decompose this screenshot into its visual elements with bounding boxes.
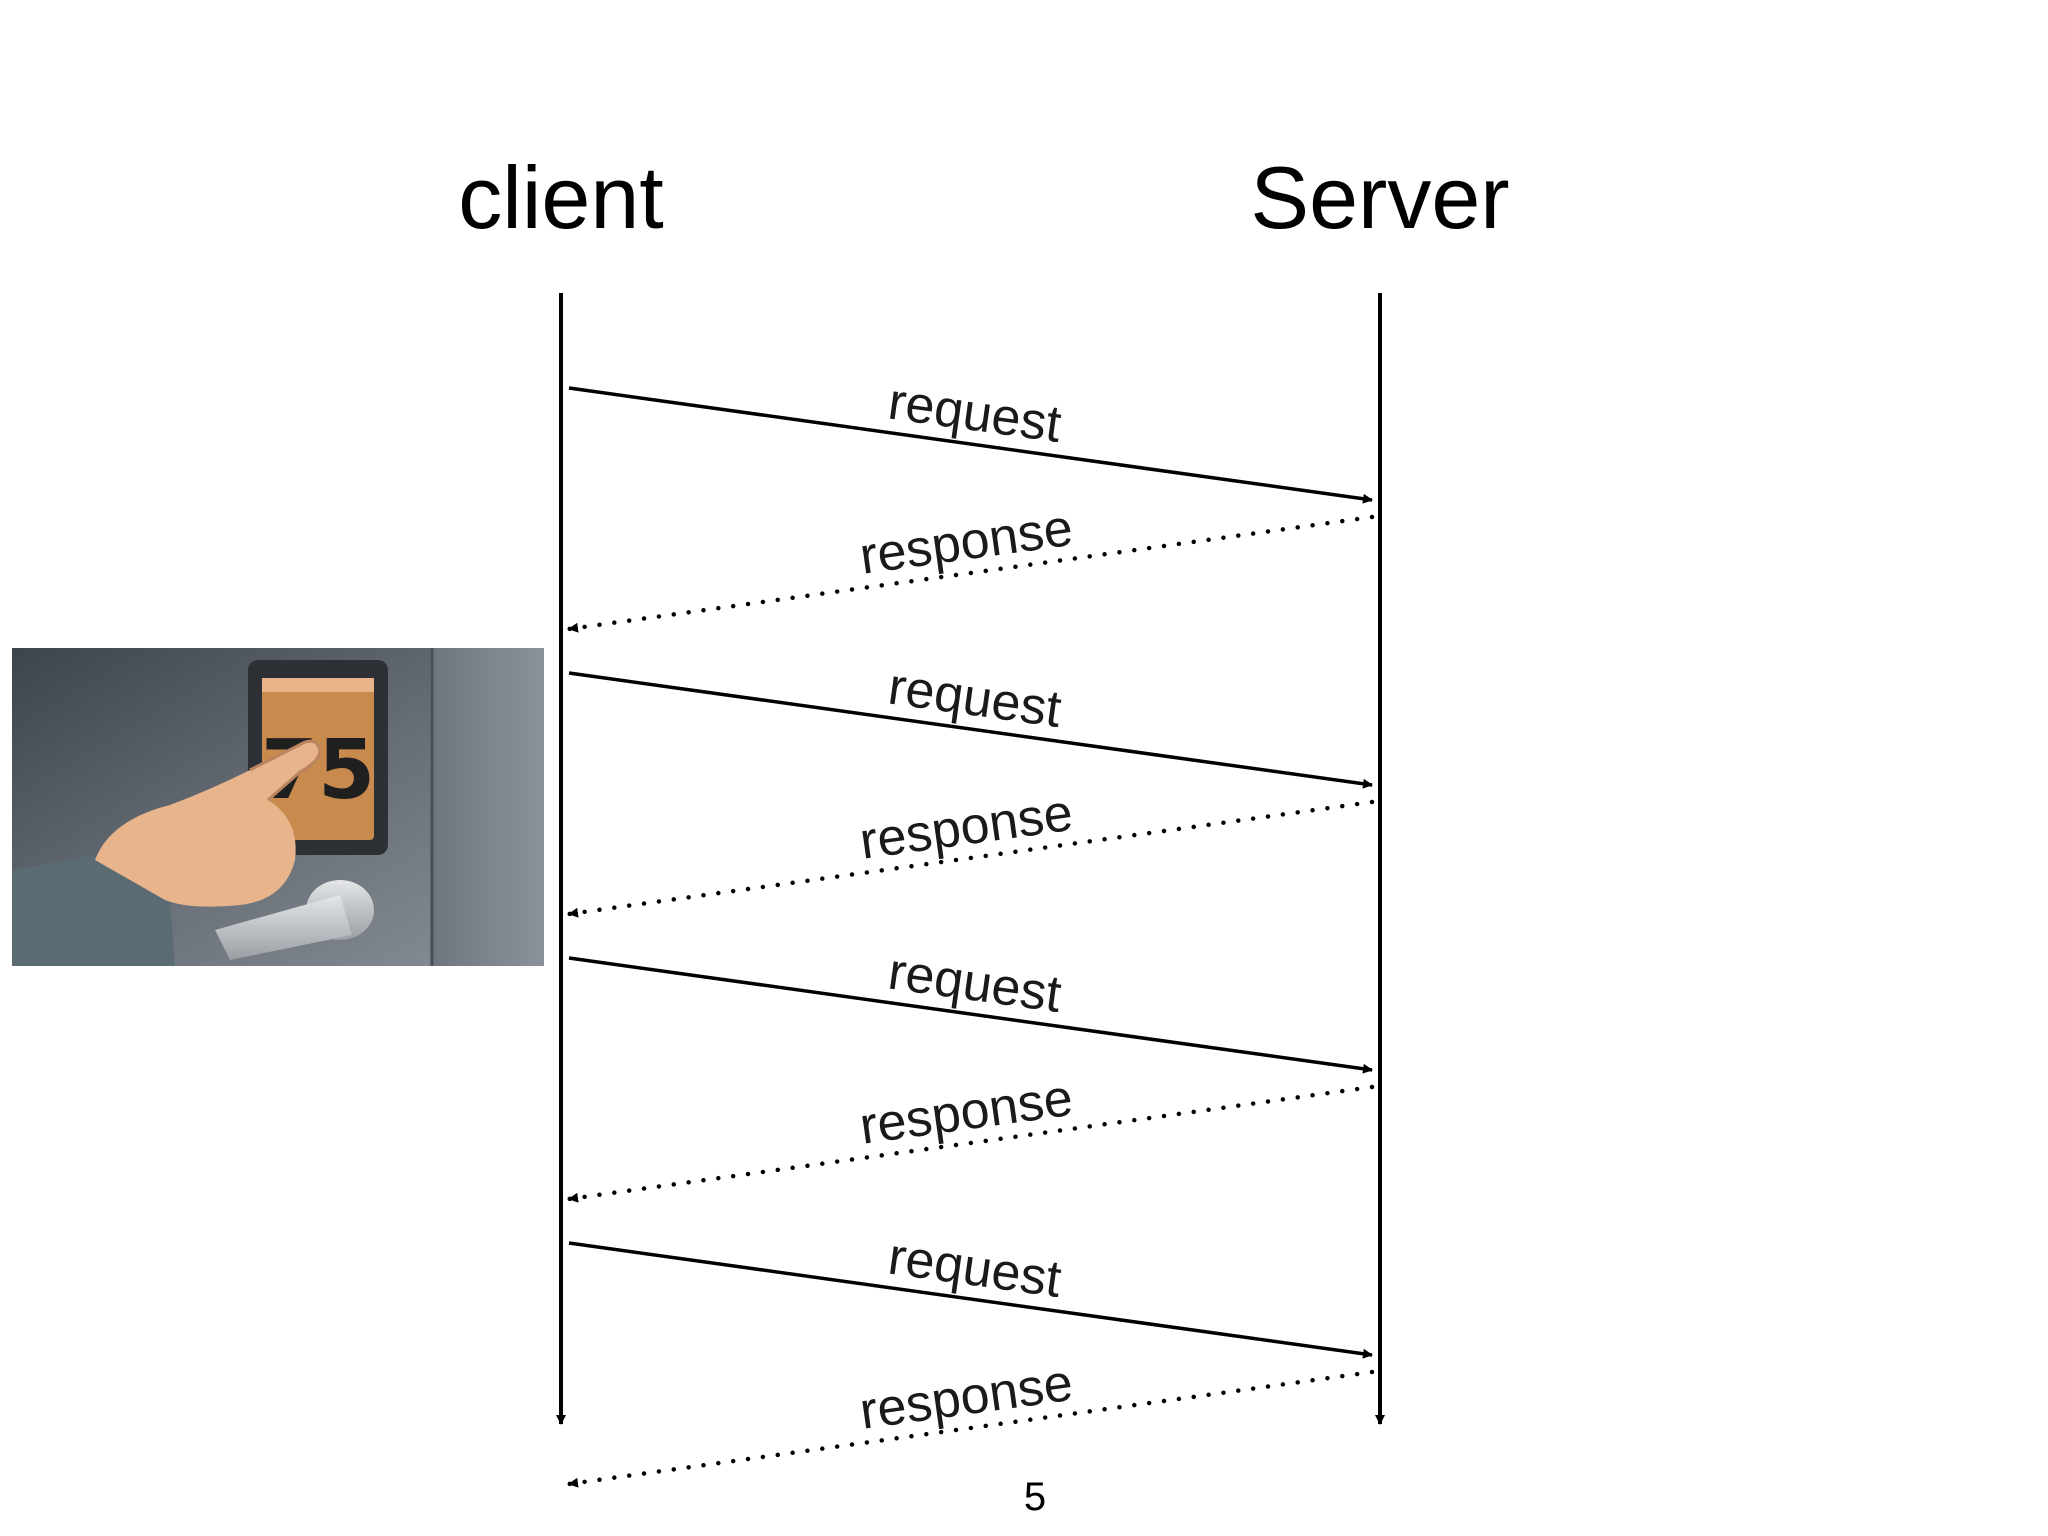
- response-label-4: response: [856, 1354, 1076, 1441]
- response-arrow-3: [566, 1084, 1375, 1203]
- request-label-1: request: [885, 373, 1065, 454]
- response-label-2: response: [856, 784, 1076, 871]
- request-arrow-2: [568, 671, 1373, 789]
- request-label-2: request: [885, 658, 1065, 739]
- request-arrow-1: [568, 386, 1373, 504]
- response-label-3: response: [856, 1069, 1076, 1156]
- request-label-4: request: [885, 1228, 1065, 1309]
- response-arrow-2: [566, 799, 1375, 918]
- response-label-1: response: [856, 499, 1076, 586]
- request-arrow-4: [568, 1241, 1373, 1359]
- messages: request response request response request res…: [566, 373, 1375, 1488]
- page-number: 5: [1024, 1475, 1046, 1519]
- request-arrow-3: [568, 956, 1373, 1074]
- server-label: Server: [1250, 148, 1509, 247]
- client-label: client: [458, 148, 663, 247]
- request-label-3: request: [885, 943, 1065, 1024]
- response-arrow-1: [566, 514, 1375, 633]
- finger-pressing-elevator-button-icon: 75: [12, 648, 544, 966]
- response-arrow-4: [566, 1369, 1375, 1488]
